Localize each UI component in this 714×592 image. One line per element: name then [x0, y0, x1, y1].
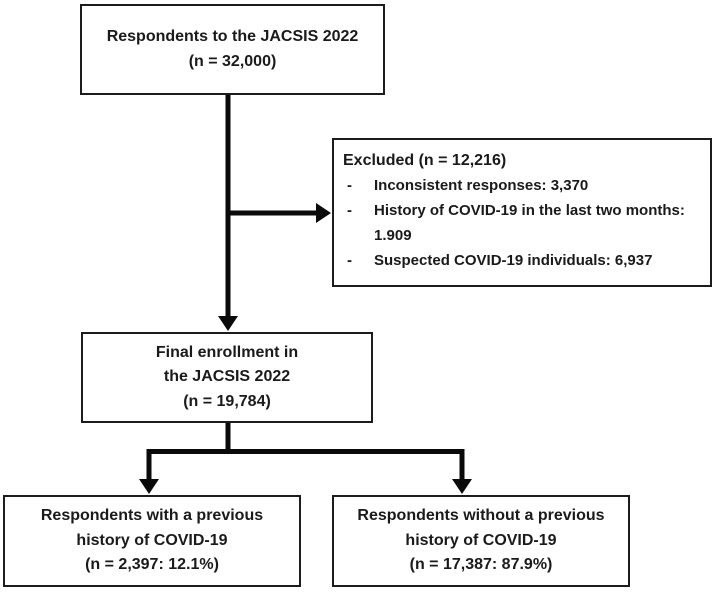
- bullet-dash: -: [347, 252, 352, 269]
- bullet-dash: -: [347, 177, 352, 194]
- arrowhead-into-excluded-box: [316, 203, 331, 223]
- excluded-item-text: History of COVID-19 in the last two mont…: [374, 202, 685, 244]
- excluded-item-text: Suspected COVID-19 individuals: 6,937: [374, 252, 653, 269]
- bullet-dash: -: [347, 202, 352, 219]
- box-text-line: history of COVID-19: [76, 531, 228, 549]
- box-respondents: Respondents to the JACSIS 2022 (n = 32,0…: [80, 4, 385, 95]
- excluded-item: - History of COVID-19 in the last two mo…: [343, 198, 706, 248]
- arrowhead-into-without-history-box: [452, 479, 472, 494]
- box-with-history: Respondents with a previous history of C…: [3, 495, 301, 587]
- box-text-line: history of COVID-19: [405, 531, 557, 549]
- box-text-line: Respondents without a previous: [357, 507, 605, 525]
- box-text-line: (n = 17,387: 87.9%): [409, 556, 553, 574]
- box-final-enrollment: Final enrollment in the JACSIS 2022 (n =…: [81, 332, 373, 423]
- box-text-line: Respondents to the JACSIS 2022: [106, 28, 359, 45]
- box-text-line: Final enrollment in: [155, 343, 299, 361]
- box-without-history: Respondents without a previous history o…: [332, 495, 630, 587]
- arrowhead-into-with-history-box: [139, 479, 159, 494]
- box-text-line: (n = 32,000): [188, 52, 277, 70]
- box-text-line: (n = 19,784): [183, 392, 271, 410]
- excluded-title: Excluded (n = 12,216): [343, 152, 507, 169]
- excluded-item: - Inconsistent responses: 3,370: [343, 173, 706, 198]
- box-text-line: (n = 2,397: 12.1%): [85, 556, 219, 574]
- box-excluded: Excluded (n = 12,216) - Inconsistent res…: [332, 138, 712, 287]
- arrowhead-into-final-box: [218, 316, 238, 331]
- excluded-item-text: Inconsistent responses: 3,370: [374, 177, 589, 194]
- excluded-item: - Suspected COVID-19 individuals: 6,937: [343, 248, 706, 273]
- box-text-line: the JACSIS 2022: [163, 368, 291, 386]
- connector-split-bar: [146, 449, 465, 481]
- box-text-line: Respondents with a previous: [40, 507, 264, 525]
